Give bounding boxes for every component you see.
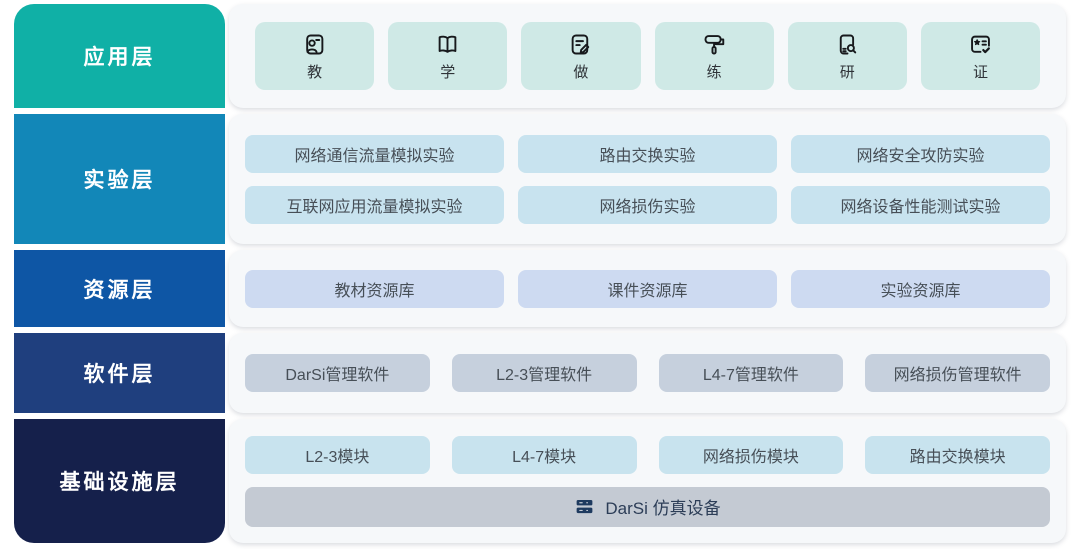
software-chip: L4-7管理软件 xyxy=(658,354,844,392)
module-chip: L2-3模块 xyxy=(245,435,430,474)
tile-research: 研 xyxy=(787,22,907,90)
experiment-chip-row: 网络通信流量模拟实验 路由交换实验 网络安全攻防实验 xyxy=(245,134,1050,173)
research-book-search-icon xyxy=(839,34,856,54)
application-layer-card: 教 学 做 xyxy=(229,4,1066,108)
experiment-chip: 互联网应用流量模拟实验 xyxy=(245,185,504,224)
tile-teach: 教 xyxy=(255,22,375,90)
tile-certify: 证 xyxy=(920,22,1041,90)
tile-do: 做 xyxy=(521,22,641,90)
resource-layer-band: 资源层 xyxy=(14,250,225,327)
experiment-chip-row: 互联网应用流量模拟实验 网络损伤实验 网络设备性能测试实验 xyxy=(245,185,1050,224)
experiment-layer-row: 实验层 网络通信流量模拟实验 路由交换实验 网络安全攻防实验 互联网应用流量模拟… xyxy=(14,114,1066,244)
software-chip-row: DarSi管理软件 L2-3管理软件 L4-7管理软件 网络损伤管理软件 xyxy=(245,354,1050,392)
infrastructure-layer-card: L2-3模块 L4-7模块 网络损伤模块 路由交换模块 DarSi 仿真设备 xyxy=(229,419,1066,543)
certify-card-check-icon xyxy=(971,35,990,53)
do-edit-note-icon xyxy=(572,34,590,54)
experiment-layer-card: 网络通信流量模拟实验 路由交换实验 网络安全攻防实验 互联网应用流量模拟实验 网… xyxy=(229,114,1066,244)
server-stack-icon xyxy=(577,499,593,514)
software-chip: 网络损伤管理软件 xyxy=(865,354,1050,392)
software-layer-band: 软件层 xyxy=(14,333,225,413)
software-layer-card: DarSi管理软件 L2-3管理软件 L4-7管理软件 网络损伤管理软件 xyxy=(229,333,1066,413)
module-chip: 路由交换模块 xyxy=(865,435,1050,474)
module-chip: 网络损伤模块 xyxy=(658,435,844,474)
infrastructure-layer-row: 基础设施层 L2-3模块 L4-7模块 网络损伤模块 路由交换模块 DarSi … xyxy=(14,419,1066,543)
software-chip: DarSi管理软件 xyxy=(245,354,430,392)
learn-book-icon xyxy=(438,35,457,53)
tile-label: 教 xyxy=(307,63,323,81)
teach-icon xyxy=(306,34,324,54)
software-chip: L2-3管理软件 xyxy=(451,354,637,392)
application-layer-band: 应用层 xyxy=(14,4,225,108)
tile-label: 研 xyxy=(839,63,855,81)
module-chip-row: L2-3模块 L4-7模块 网络损伤模块 路由交换模块 xyxy=(245,435,1050,474)
resource-chip: 实验资源库 xyxy=(791,269,1050,308)
experiment-layer-band: 实验层 xyxy=(14,114,225,244)
infrastructure-layer-label: 基础设施层 xyxy=(59,471,180,494)
experiment-chip: 网络损伤实验 xyxy=(518,185,777,224)
simulation-device-label: DarSi 仿真设备 xyxy=(605,499,721,518)
tile-label: 练 xyxy=(706,63,722,81)
experiment-chip: 网络设备性能测试实验 xyxy=(791,185,1050,224)
module-chip: L4-7模块 xyxy=(451,435,637,474)
resource-layer-label: 资源层 xyxy=(83,278,156,302)
tile-label: 做 xyxy=(573,63,589,81)
resource-layer-card: 教材资源库 课件资源库 实验资源库 xyxy=(229,250,1066,327)
experiment-chip: 网络通信流量模拟实验 xyxy=(245,134,504,173)
tile-practice: 练 xyxy=(654,22,774,90)
application-tiles: 教 学 做 xyxy=(255,22,1041,90)
tile-label: 证 xyxy=(972,63,988,81)
resource-chip: 教材资源库 xyxy=(245,269,504,308)
application-layer-row: 应用层 教 学 xyxy=(14,4,1066,108)
tile-label: 学 xyxy=(440,63,456,81)
resource-chip: 课件资源库 xyxy=(518,269,777,308)
software-layer-row: 软件层 DarSi管理软件 L2-3管理软件 L4-7管理软件 网络损伤管理软件 xyxy=(14,333,1066,413)
application-layer-label: 应用层 xyxy=(83,46,156,69)
infrastructure-layer-band: 基础设施层 xyxy=(14,419,225,543)
simulation-device-bar: DarSi 仿真设备 xyxy=(245,486,1050,527)
experiment-layer-label: 实验层 xyxy=(83,169,156,192)
software-layer-label: 软件层 xyxy=(83,363,156,386)
experiment-chip: 网络安全攻防实验 xyxy=(791,134,1050,173)
experiment-chip: 路由交换实验 xyxy=(518,134,777,173)
resource-layer-row: 资源层 教材资源库 课件资源库 实验资源库 xyxy=(14,250,1066,327)
tile-learn: 学 xyxy=(388,22,508,90)
practice-paint-roller-icon xyxy=(704,34,724,54)
resource-chip-row: 教材资源库 课件资源库 实验资源库 xyxy=(245,269,1050,308)
